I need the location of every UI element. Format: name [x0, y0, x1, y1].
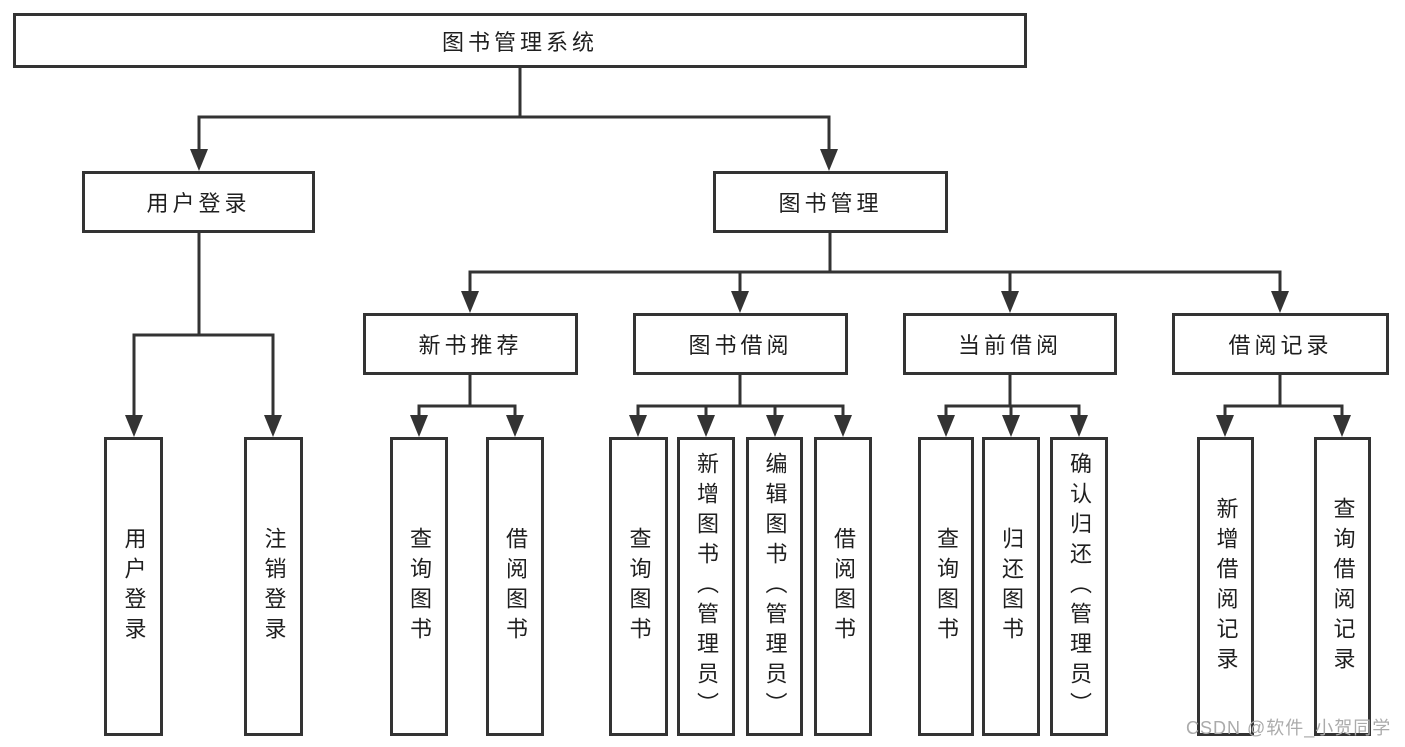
node-new-book-recommendation: 新书推荐 — [363, 313, 578, 375]
arrowhead-icon — [410, 415, 428, 437]
leaf-add-borrow-record: 新增借阅记录 — [1197, 437, 1254, 736]
arrowhead-icon — [766, 415, 784, 437]
arrowhead-icon — [937, 415, 955, 437]
leaf-return-books: 归还图书 — [982, 437, 1040, 736]
arrowhead-icon — [461, 291, 479, 313]
arrowhead-icon — [1271, 291, 1289, 313]
node-user-login: 用户登录 — [82, 171, 315, 233]
node-book-management: 图书管理 — [713, 171, 948, 233]
leaf-edit-book-admin: 编辑图书（管理员） — [746, 437, 803, 736]
node-current-borrowing: 当前借阅 — [903, 313, 1117, 375]
arrowhead-icon — [629, 415, 647, 437]
node-library-management-system: 图书管理系统 — [13, 13, 1027, 68]
arrowhead-icon — [834, 415, 852, 437]
leaf-query-books-borrowing: 查询图书 — [609, 437, 668, 736]
node-book-borrowing: 图书借阅 — [633, 313, 848, 375]
arrowhead-icon — [1001, 291, 1019, 313]
connector-current-borrowing-to-leaves — [944, 375, 1081, 418]
arrowhead-icon — [125, 415, 143, 437]
arrowhead-icon — [264, 415, 282, 437]
connector-borrowing-records-to-leaves — [1223, 375, 1344, 418]
leaf-query-books-recommendation: 查询图书 — [390, 437, 448, 736]
leaf-logout: 注销登录 — [244, 437, 303, 736]
connector-new-book-recommendation-to-leaves — [417, 375, 517, 418]
arrowhead-icon — [1070, 415, 1088, 437]
arrowhead-icon — [1002, 415, 1020, 437]
leaf-borrow-books-borrowing: 借阅图书 — [814, 437, 872, 736]
node-borrowing-records: 借阅记录 — [1172, 313, 1389, 375]
arrowhead-icon — [1216, 415, 1234, 437]
arrowhead-icon — [731, 291, 749, 313]
leaf-confirm-return-admin: 确认归还（管理员） — [1050, 437, 1108, 736]
leaf-query-borrow-record: 查询借阅记录 — [1314, 437, 1371, 736]
arrowhead-icon — [697, 415, 715, 437]
arrowhead-icon — [190, 149, 208, 171]
arrowhead-icon — [506, 415, 524, 437]
connector-book-borrowing-to-leaves — [636, 375, 845, 418]
connector-book-management-to-level2 — [468, 233, 1282, 294]
connector-root-to-level1 — [197, 68, 831, 152]
leaf-user-login: 用户登录 — [104, 437, 163, 736]
leaf-add-book-admin: 新增图书（管理员） — [677, 437, 735, 736]
connector-user-login-to-leaves — [132, 233, 275, 418]
leaf-query-books-current: 查询图书 — [918, 437, 974, 736]
watermark-text: CSDN @软件_小贺同学 — [1186, 718, 1392, 738]
leaf-borrow-books-recommendation: 借阅图书 — [486, 437, 544, 736]
arrowhead-icon — [820, 149, 838, 171]
arrowhead-icon — [1333, 415, 1351, 437]
